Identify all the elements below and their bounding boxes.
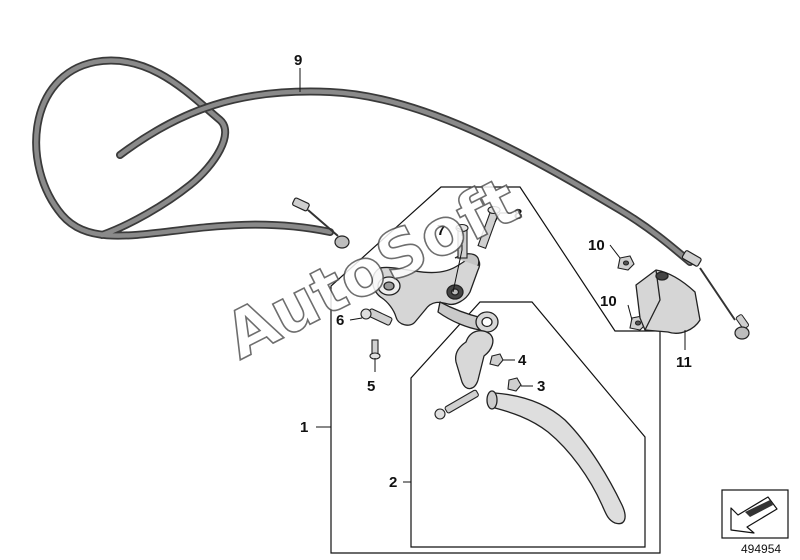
callout-8: 8 bbox=[514, 206, 522, 223]
nut-10a bbox=[617, 255, 635, 271]
lever bbox=[454, 311, 626, 525]
callout-9: 9 bbox=[294, 52, 302, 69]
callout-2: 2 bbox=[389, 474, 397, 491]
pivot-bolt bbox=[434, 389, 479, 420]
callout-7: 7 bbox=[437, 222, 445, 239]
screw-5 bbox=[369, 339, 381, 360]
nut-4 bbox=[489, 353, 504, 367]
callout-4: 4 bbox=[518, 352, 527, 369]
direction-arrow-icon bbox=[721, 489, 789, 539]
nut-3 bbox=[507, 377, 522, 392]
assembly-1-outline bbox=[330, 186, 661, 554]
callout-10b: 10 bbox=[600, 293, 617, 310]
screw-8 bbox=[477, 205, 501, 249]
callout-3: 3 bbox=[537, 378, 545, 395]
leader-lines bbox=[299, 68, 686, 483]
callout-1: 1 bbox=[300, 419, 308, 436]
lever-bracket bbox=[372, 253, 483, 331]
callout-5: 5 bbox=[367, 378, 375, 395]
lever-2-outline bbox=[410, 301, 646, 548]
clutch-cable bbox=[32, 56, 750, 340]
callout-6: 6 bbox=[336, 312, 344, 329]
callout-11: 11 bbox=[676, 354, 692, 371]
callout-10a: 10 bbox=[588, 237, 605, 254]
pin-6 bbox=[360, 308, 393, 326]
holder-11 bbox=[635, 269, 701, 334]
diagram-number: 494954 bbox=[741, 542, 781, 556]
